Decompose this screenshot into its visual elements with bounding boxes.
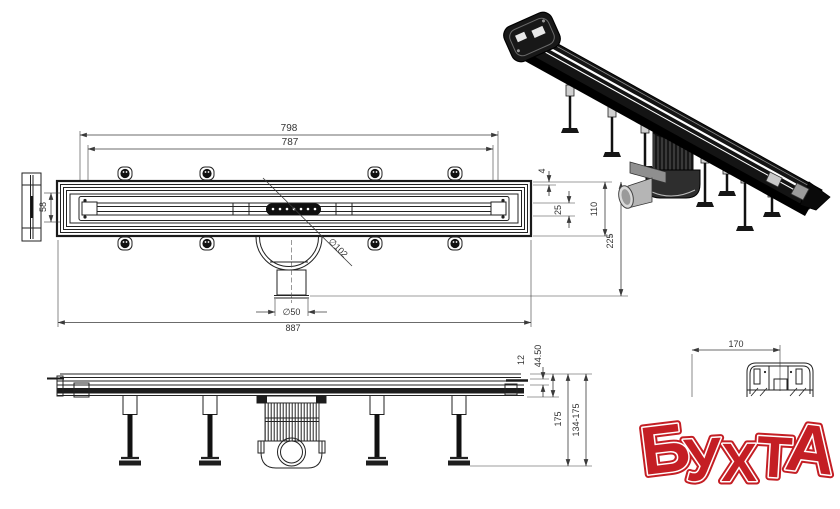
dim-787: 787 (87, 137, 494, 180)
tab-top-2 (199, 166, 215, 181)
dim-4: 4 (533, 168, 612, 196)
dim-25: 25 (533, 191, 575, 228)
dim-label-110: 110 (589, 202, 599, 216)
dim-label-4: 4 (537, 168, 547, 173)
perspective-view (503, 11, 831, 231)
tab-bot-3 (367, 236, 383, 251)
dim-170: 170 (691, 339, 781, 397)
dim-label-175: 175 (553, 411, 563, 426)
perspective-channel (523, 33, 831, 216)
brand-logo: Б У Х Т А Б У Х Т А (633, 405, 840, 498)
trap-bracket (629, 161, 667, 184)
dim-label-58: 58 (38, 202, 48, 212)
dim-12: 12 (516, 355, 549, 397)
dim-label-887: 887 (285, 323, 300, 333)
svg-text:Т: Т (755, 424, 794, 491)
logo-letter-3: Х (721, 433, 757, 493)
dim-dia102: ∅102 (262, 177, 353, 267)
svg-text:Б: Б (636, 408, 694, 489)
dim-label-12: 12 (516, 355, 526, 365)
dim-134-175: 134-175 (571, 373, 589, 467)
plan-trap (255, 236, 323, 303)
dim-label-dia50: ∅50 (283, 307, 301, 317)
perspective-trap (618, 125, 701, 209)
elevation-channel (47, 373, 528, 398)
plan-view: 798 787 58 4 25 (21, 123, 628, 333)
end-cap-side-view (21, 172, 42, 242)
tab-bot-4 (447, 236, 463, 251)
dim-dia50: ∅50 (256, 299, 327, 317)
tab-top-3 (367, 166, 383, 181)
channel-frame (55, 179, 533, 238)
dim-label-170: 170 (728, 339, 743, 349)
dim-44-50: 44.50 (527, 345, 592, 398)
logo-letter-4: Т (755, 424, 794, 491)
tab-top-4 (447, 166, 463, 181)
tab-bot-1 (117, 236, 133, 251)
dim-label-798: 798 (281, 123, 298, 134)
dim-58: 58 (38, 192, 60, 223)
logo-letter-5: А (782, 408, 840, 489)
mounting-tabs (117, 166, 463, 251)
elevation-trap (256, 395, 327, 469)
svg-text:Х: Х (721, 433, 757, 493)
dim-110: 110 (533, 181, 612, 237)
logo-letter-1: Б (636, 408, 694, 489)
section-profile (746, 362, 814, 397)
logo-letter-2: У (682, 425, 724, 494)
section-view: 170 (691, 339, 814, 397)
dim-label-787: 787 (282, 137, 299, 148)
dim-225: 225 (310, 181, 628, 297)
elevation-view: 12 44.50 175 134-175 (47, 345, 592, 469)
leg-3 (366, 395, 388, 466)
perspective-end-cap (503, 11, 561, 63)
p-leg-2 (603, 105, 621, 157)
leg-2 (199, 395, 221, 466)
tab-bot-2 (199, 236, 215, 251)
dim-798: 798 (79, 123, 499, 180)
dim-label-134-175: 134-175 (571, 403, 581, 436)
logo-text-layer: Б У Х Т А (635, 407, 840, 496)
elevation-legs (119, 395, 470, 466)
dim-label-225: 225 (605, 233, 615, 248)
leg-1 (119, 395, 141, 466)
tab-top-1 (117, 166, 133, 181)
svg-text:У: У (682, 425, 724, 494)
leg-4 (448, 395, 470, 466)
dim-label-dia102: ∅102 (327, 236, 350, 259)
dim-label-44-50: 44.50 (533, 345, 543, 368)
dim-175: 175 (470, 373, 592, 467)
dim-label-25: 25 (553, 205, 563, 215)
dim-887: 887 (57, 240, 532, 333)
p-leg-1 (561, 84, 579, 133)
